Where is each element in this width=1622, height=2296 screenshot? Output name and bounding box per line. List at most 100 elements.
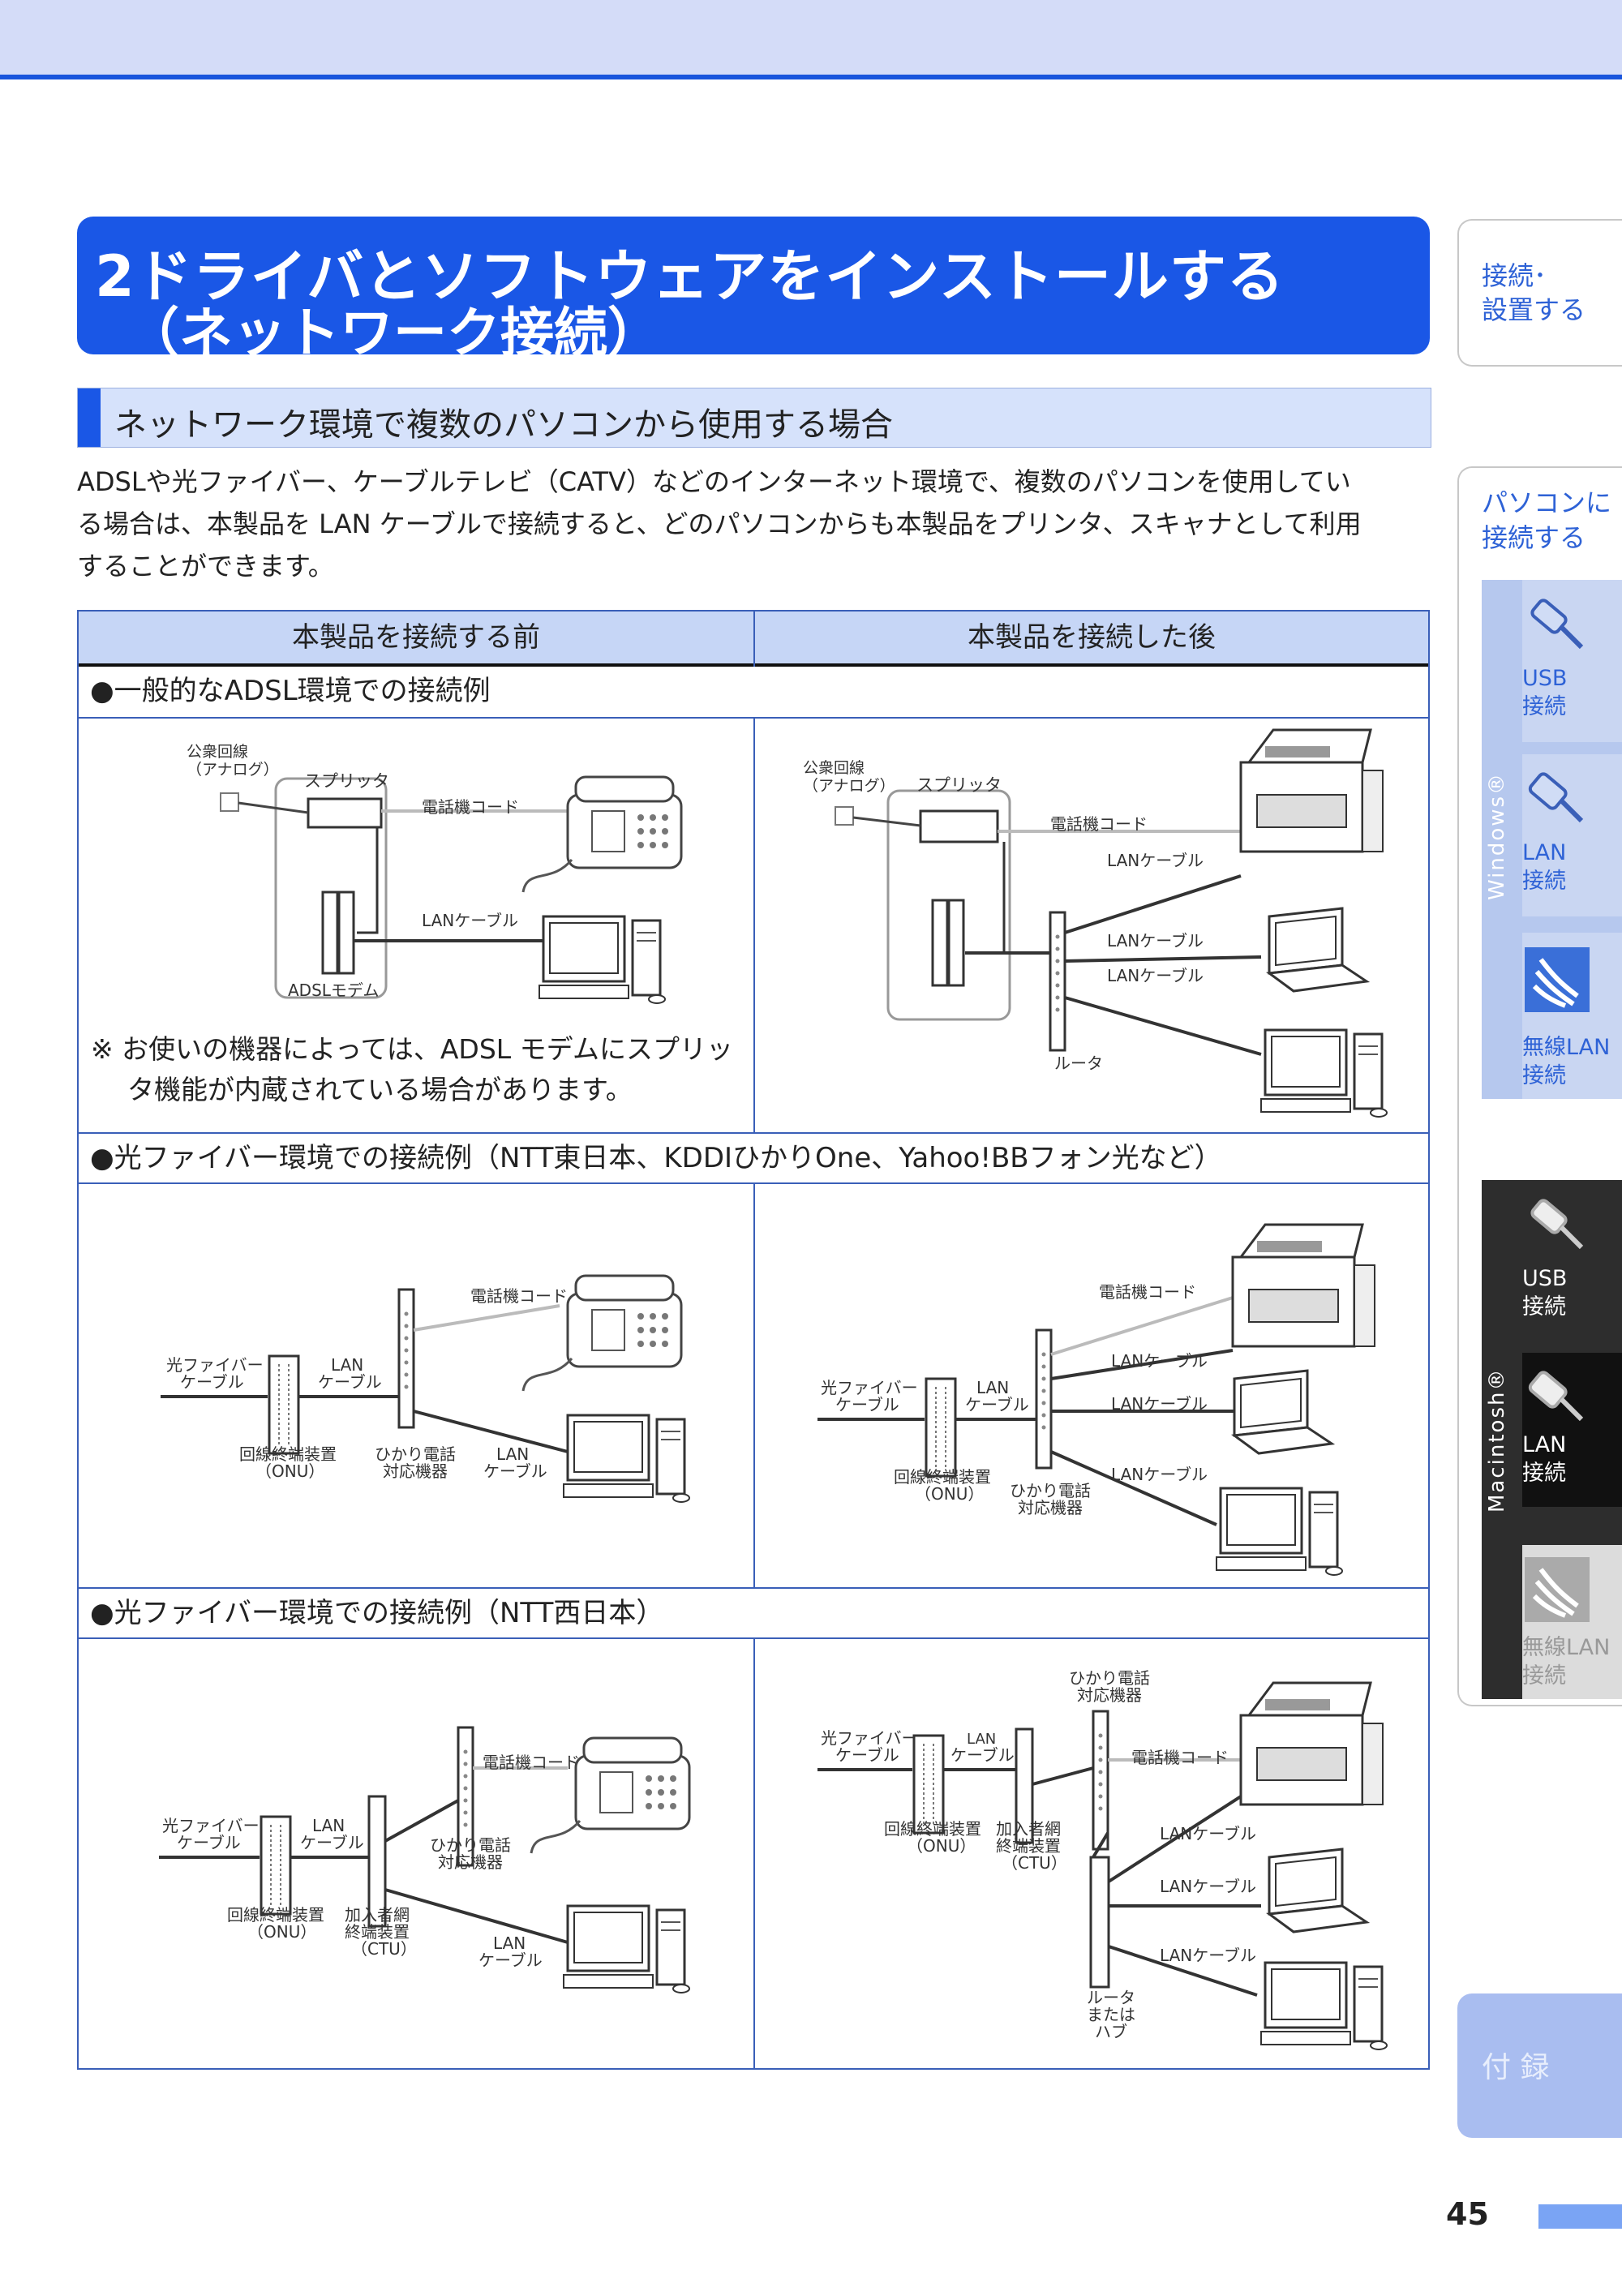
section-heading-bar [78, 388, 101, 447]
label-lan-cable: LANケーブル [1160, 1946, 1256, 1965]
label-lan-cable: LANケーブル [1107, 966, 1204, 985]
usb-cable-icon [1530, 1199, 1584, 1250]
label-onu-sub: （ONU） [907, 1836, 976, 1856]
label-router: ルータ [1087, 1988, 1135, 2007]
label-lan-cable: LANケーブル [1111, 1394, 1208, 1414]
label-lan: LAN [496, 1444, 529, 1464]
tab-setup-line1: 接続･ [1482, 260, 1547, 291]
windows-label: Windows® [1485, 771, 1509, 900]
label-lan: LAN [967, 1731, 996, 1748]
sidebar-item-label: USB [1522, 1266, 1568, 1291]
note-line: ※ お使いの機器によっては、ADSL モデムにスプリッ [91, 1033, 733, 1065]
sidebar-item-label: 接続 [1522, 1461, 1566, 1486]
label-fiber-cable: ケーブル [835, 1745, 899, 1765]
label-fiber: 光ファイバー [166, 1355, 264, 1375]
tab-pc-connect-line1: パソコンに [1482, 487, 1612, 518]
label-phone-cord: 電話機コード [1050, 814, 1148, 834]
label-fiber-cable: ケーブル [835, 1395, 899, 1414]
label-phone-cord: 電話機コード [422, 797, 519, 817]
column-header-after: 本製品を接続した後 [753, 612, 1428, 667]
label-lan: LAN [331, 1355, 363, 1375]
label-splitter: スプリッタ [304, 771, 389, 791]
mac-label: Macintosh® [1485, 1367, 1509, 1513]
label-adsl-modem: ADSLモデム [288, 981, 380, 1000]
sidebar-item-label: 無線LAN [1522, 1035, 1611, 1060]
page-number: 45 [1446, 2196, 1489, 2232]
label-phone-cord: 電話機コード [1131, 1748, 1229, 1767]
column-divider [753, 1639, 755, 2068]
intro-line: ADSLや光ファイバー、ケーブルテレビ（CATV）などのインターネット環境で、複… [77, 466, 1351, 497]
label-lan-cable: LANケーブル [422, 911, 518, 930]
lan-cable-icon [1528, 1371, 1584, 1422]
sidebar-item-label: USB [1522, 666, 1568, 691]
label-fiber: 光ファイバー [821, 1728, 918, 1748]
intro-line: することができます。 [77, 551, 334, 582]
intro-paragraph: ADSLや光ファイバー、ケーブルテレビ（CATV）などのインターネット環境で、複… [77, 461, 1440, 587]
label-phone-cord: 電話機コード [1099, 1282, 1196, 1302]
tab-appendix[interactable] [1457, 1993, 1622, 2138]
tab-pc-connect-line2: 接続する [1482, 522, 1586, 553]
lan-cable-icon [1528, 772, 1584, 823]
label-cable: ケーブル [478, 1951, 543, 1970]
chapter-title-line2: （ネットワーク接続） [126, 302, 661, 364]
label-router: ルータ [1054, 1054, 1103, 1073]
chapter-title-line1: 2ドライバとソフトウェアをインストールする [95, 243, 1285, 310]
label-splitter: スプリッタ [916, 775, 1002, 795]
row-label-adsl: ●一般的なADSL環境での接続例 [79, 667, 1428, 719]
tab-setup[interactable] [1457, 219, 1622, 367]
label-onu: 回線終端装置 [884, 1819, 981, 1839]
column-divider [753, 612, 755, 667]
label-cable: ケーブル [950, 1745, 1015, 1765]
column-divider [753, 1184, 755, 1587]
label-onu-sub: （ONU） [247, 1922, 316, 1942]
label-onu: 回線終端装置 [227, 1905, 324, 1925]
label-lan-cable: LANケーブル [1107, 851, 1204, 870]
section-heading-text: ネットワーク環境で複数のパソコンから使用する場合 [114, 406, 893, 444]
label-hikari: ひかり電話 [1069, 1668, 1150, 1688]
label-lan: LAN [976, 1378, 1009, 1397]
label-hikari-sub: 対応機器 [438, 1852, 503, 1872]
label-cable: ケーブル [483, 1461, 547, 1481]
label-hikari: ひかり電話 [375, 1444, 456, 1464]
label-public-line: 公衆回線 [803, 759, 865, 777]
sidebar-item-label: 接続 [1522, 694, 1566, 719]
wireless-icon [1525, 1557, 1590, 1622]
connection-table: 本製品を接続する前 本製品を接続した後 ●一般的なADSL環境での接続例 ●光フ… [77, 610, 1430, 2070]
label-phone-cord: 電話機コード [483, 1753, 580, 1772]
label-public-line-sub: （アナログ） [803, 777, 895, 795]
label-onu-sub: （ONU） [915, 1484, 984, 1504]
top-band [0, 0, 1622, 79]
label-hikari-sub: 対応機器 [1077, 1685, 1142, 1705]
label-cable: ケーブル [965, 1395, 1029, 1414]
label-fiber-cable: ケーブル [177, 1833, 241, 1852]
sidebar-item-label: LAN [1522, 840, 1567, 865]
label-hikari-sub: 対応機器 [383, 1461, 448, 1481]
label-lan-cable: LANケーブル [1111, 1465, 1208, 1484]
column-header-before: 本製品を接続する前 [79, 612, 753, 667]
label-lan: LAN [493, 1933, 526, 1953]
label-fiber-cable: ケーブル [180, 1372, 244, 1392]
sidebar-item-label: 無線LAN [1522, 1635, 1611, 1660]
column-divider [753, 719, 755, 1132]
label-fiber: 光ファイバー [162, 1816, 260, 1835]
label-hikari: ひかり電話 [430, 1835, 511, 1855]
label-hub: ハブ [1095, 2022, 1127, 2041]
diagram-fiber-west-after: ひかり電話 対応機器 光ファイバー ケーブル LAN ケーブル 電話機コード L… [817, 1668, 1388, 2051]
label-lan-cable: LANケーブル [1111, 1351, 1208, 1371]
label-or: または [1087, 2005, 1135, 2024]
label-lan: LAN [312, 1816, 345, 1835]
label-public-line: 公衆回線 [187, 743, 248, 761]
intro-line: る場合は、本製品を LAN ケーブルで接続すると、どのパソコンからも本製品をプリ… [77, 509, 1362, 539]
label-phone-cord: 電話機コード [470, 1286, 568, 1306]
section-heading: ネットワーク環境で複数のパソコンから使用する場合 [77, 388, 1431, 448]
sidebar-item-label: 接続 [1522, 1063, 1566, 1088]
label-hikari-sub: 対応機器 [1018, 1498, 1083, 1517]
diagram-fiber-west-before: 光ファイバー ケーブル LAN ケーブル 電話機コード 回線終端装置 （ONU）… [159, 1726, 691, 1994]
sidebar-item-label: LAN [1522, 1432, 1567, 1457]
label-onu: 回線終端装置 [239, 1444, 337, 1464]
label-onu-sub: （ONU） [255, 1461, 324, 1481]
label-onu: 回線終端装置 [894, 1467, 991, 1487]
diagram-fiber-east-before: 光ファイバー ケーブル LAN ケーブル 電話機コード 回線終端装置 （ONU）… [161, 1274, 691, 1504]
wireless-icon [1525, 947, 1590, 1012]
label-ctu: 加入者網 [996, 1819, 1061, 1839]
